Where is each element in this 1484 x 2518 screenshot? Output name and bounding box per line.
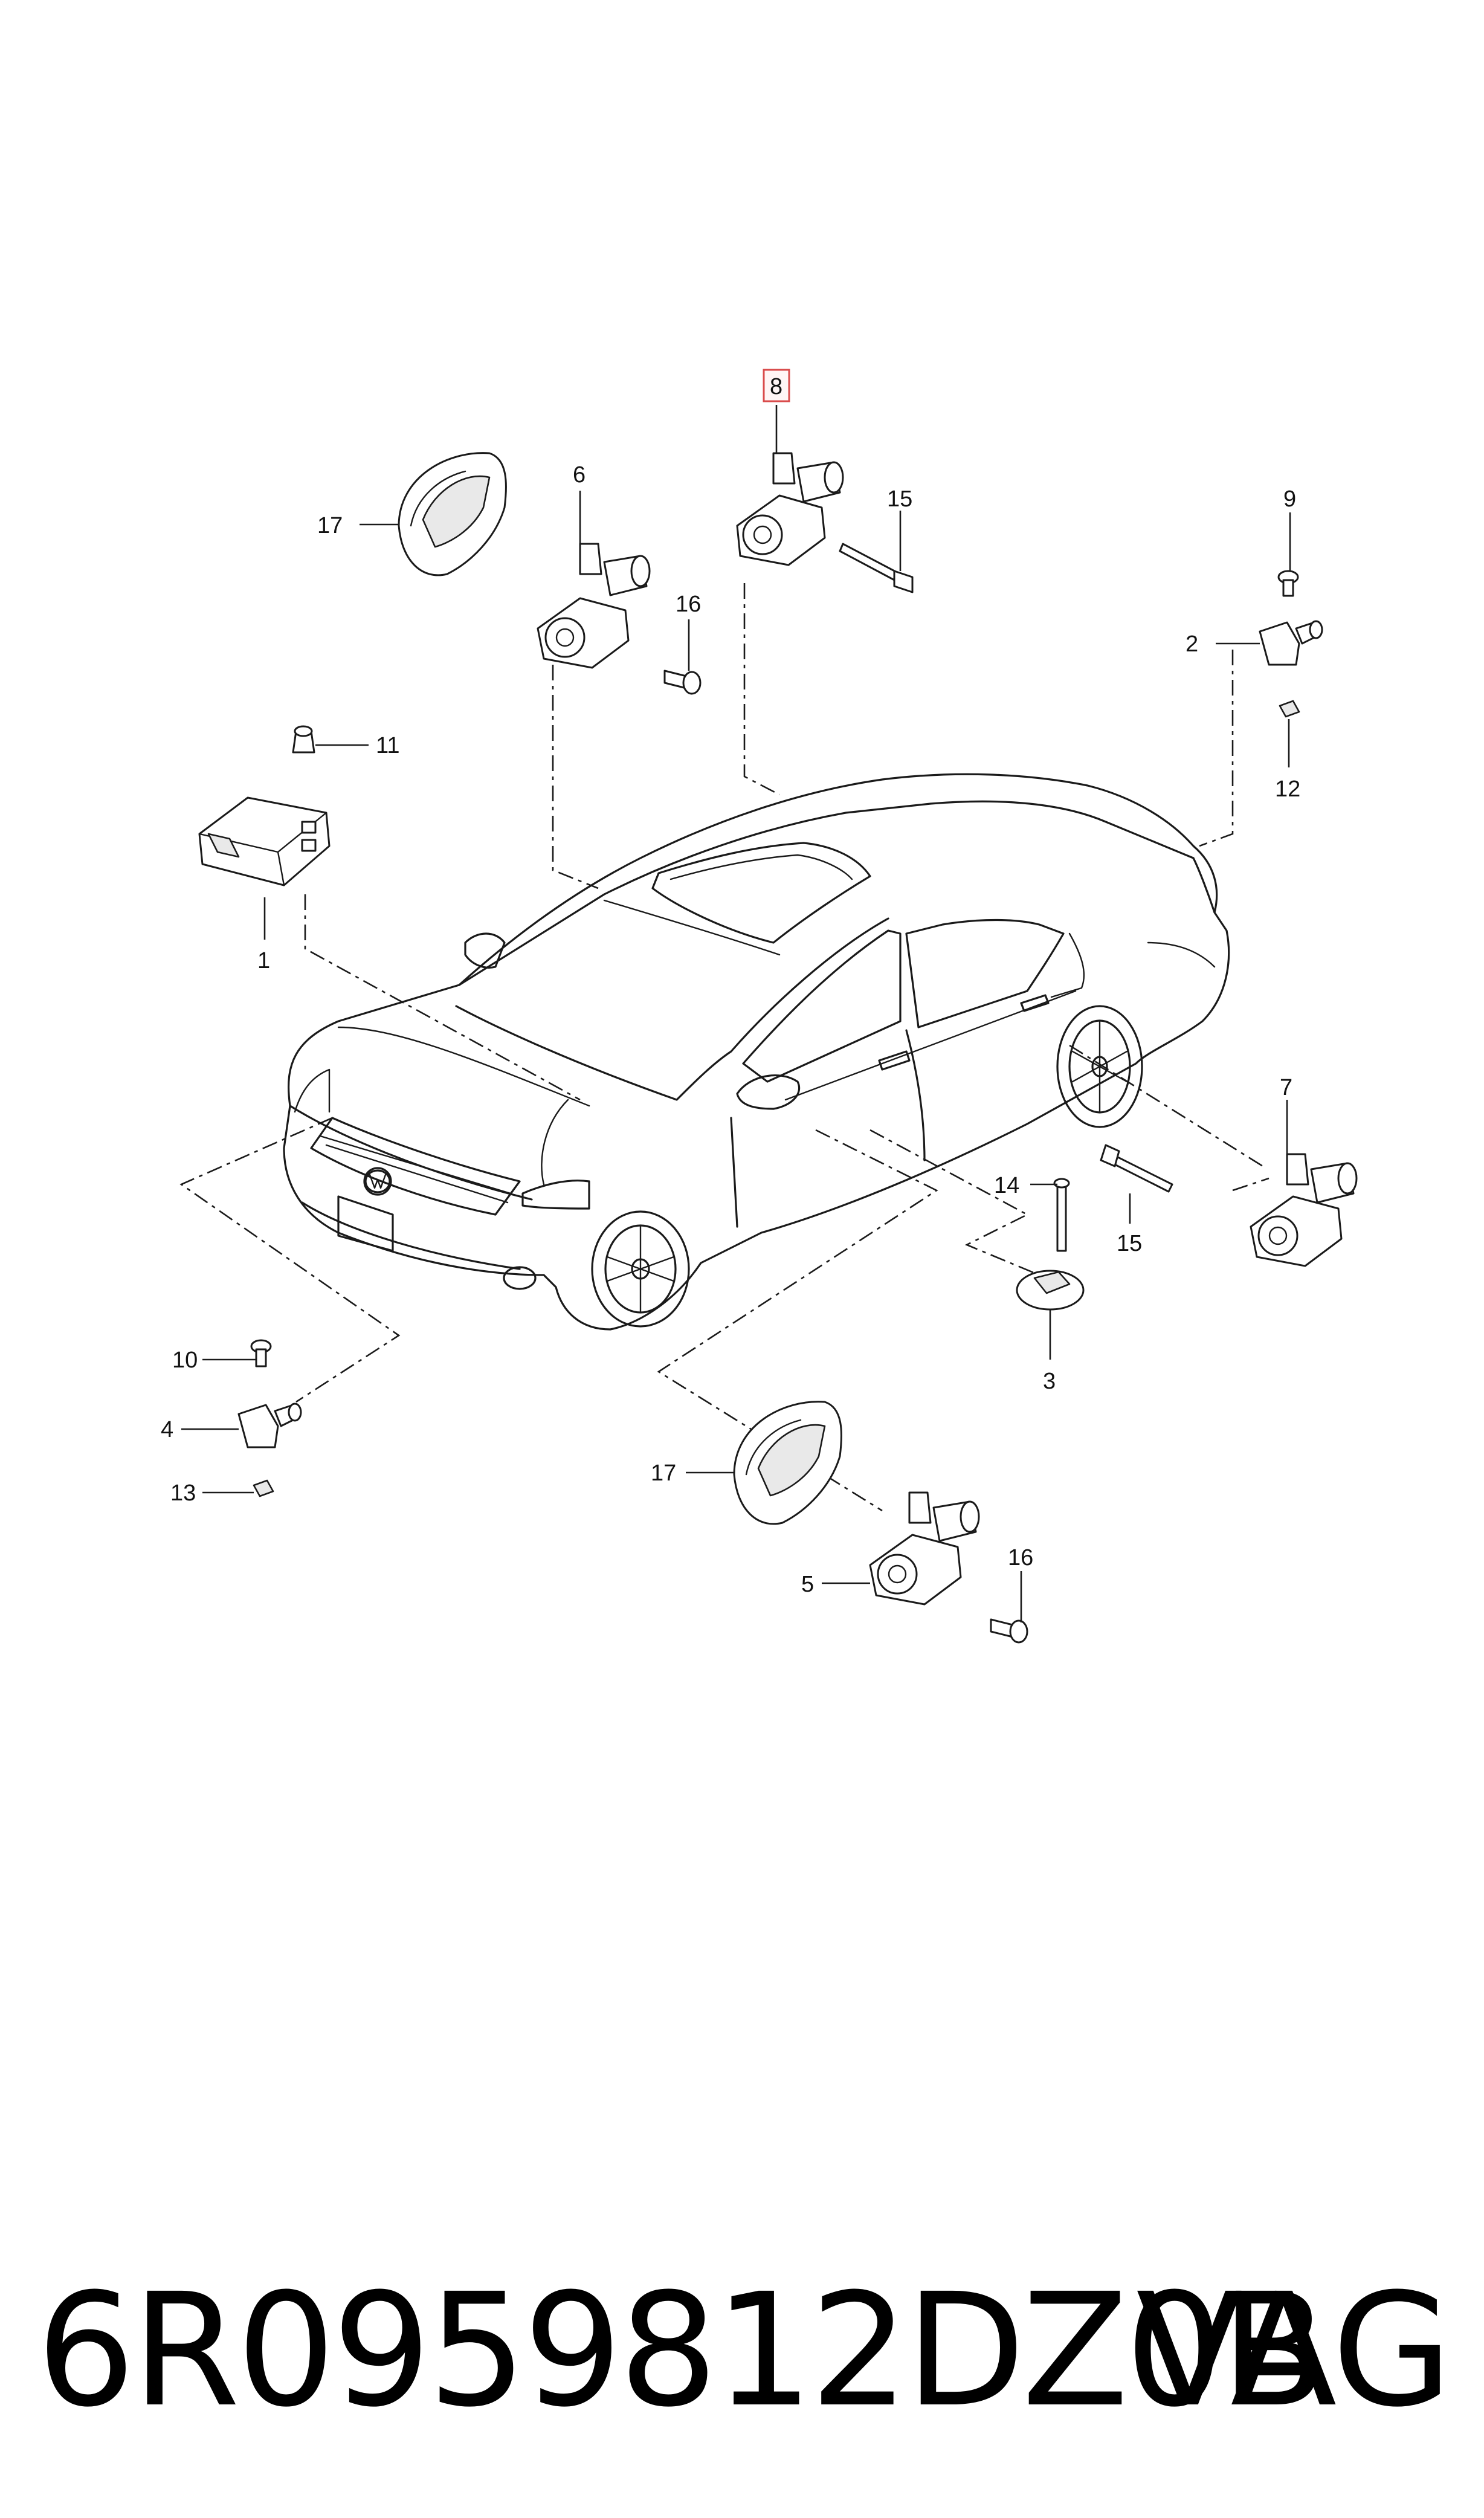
leader-lines [181,405,1291,1622]
callout-14: 14 [994,1173,1019,1198]
part-11-sensor [292,725,315,754]
part-17-lower-foam-cover [733,1401,842,1525]
callout-3: 3 [1043,1369,1056,1394]
part-16-lower-screw [990,1618,1028,1644]
assignment-lines [179,583,1269,1512]
callout-10: 10 [172,1348,198,1373]
part-number-label: 6R0959812DZ0B [36,2260,1328,2441]
callout-8: 8 [770,374,782,399]
callout-16-upper: 16 [676,592,701,617]
part-7-window-motor [1250,1153,1358,1267]
part-9-bolt [1277,570,1299,597]
part-15-upper-bolt [839,543,914,593]
part-3-base [1016,1270,1085,1311]
part-17-upper-foam-cover [398,452,507,576]
part-12-nut [1279,700,1300,718]
footer-caption: 6R0959812DZ0B VAG [36,2260,1453,2453]
part-4-sensor [237,1403,302,1448]
callout-13: 13 [170,1480,196,1506]
callout-15-upper: 15 [887,486,912,512]
front-wheel [591,1210,690,1328]
callout-2: 2 [1186,631,1198,657]
callout-17-lower: 17 [651,1461,676,1486]
part-1-control-unit [198,796,331,886]
part-16-upper-screw [663,670,702,695]
callout-1: 1 [257,948,270,973]
brand-label: VAG [1136,2260,1453,2441]
callout-4: 4 [161,1417,173,1442]
callout-labels: 1 11 17 6 16 8 15 9 2 12 7 15 14 3 10 4 … [161,369,1300,1597]
part-6-window-motor [537,543,651,669]
callout-9: 9 [1283,486,1296,512]
part-5-window-motor [869,1491,980,1606]
car-illustration [283,773,1230,1331]
callout-11: 11 [376,733,399,758]
callout-15-lower: 15 [1117,1231,1142,1256]
callout-12: 12 [1275,776,1300,802]
part-14-stud [1053,1178,1070,1252]
part-8-window-motor [736,452,844,566]
part-13-nut [253,1479,274,1497]
callout-5: 5 [801,1572,814,1597]
callout-6: 6 [573,462,586,488]
part-10-bolt [250,1339,272,1367]
callout-17-upper: 17 [317,513,343,538]
callout-16-lower: 16 [1008,1545,1033,1571]
rear-wheel [1056,1005,1143,1128]
callout-7: 7 [1280,1075,1292,1100]
part-15-lower-bolt [1100,1144,1173,1193]
part-2-sensor [1259,620,1323,666]
highlight-box-8 [763,369,790,402]
